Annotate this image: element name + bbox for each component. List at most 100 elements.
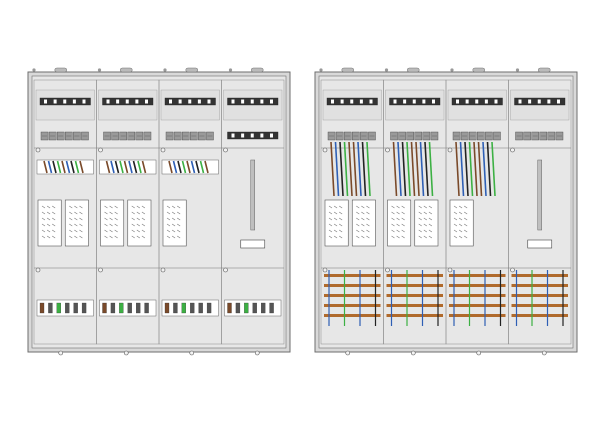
terminal — [39, 302, 45, 314]
rail-slot — [403, 99, 407, 104]
meter-mark — [79, 217, 83, 221]
rail-slot — [145, 99, 148, 104]
screw-icon — [189, 350, 195, 356]
meter-mark — [109, 229, 113, 233]
wire — [406, 141, 411, 197]
rail-slot — [250, 99, 254, 104]
wire — [199, 160, 205, 174]
terminal — [65, 302, 70, 314]
rail-slot — [72, 99, 76, 104]
busbar — [324, 304, 381, 307]
column-3 — [445, 79, 509, 345]
terminal — [190, 302, 195, 314]
meter-mark — [423, 235, 427, 239]
meter-window — [414, 199, 439, 247]
meter-mark — [339, 235, 343, 239]
meter-mark — [328, 211, 333, 215]
terminal — [173, 302, 178, 314]
meter-mark — [401, 235, 405, 239]
meter-mark — [458, 211, 463, 215]
meter-mark — [136, 229, 140, 233]
terminal — [81, 302, 87, 314]
mounting-nub — [251, 67, 264, 73]
rail-slot — [44, 99, 47, 104]
meter-mark — [396, 217, 400, 221]
screw-icon — [510, 267, 515, 273]
busbar — [324, 274, 381, 277]
screw-icon — [32, 68, 36, 72]
mounting-nub — [341, 67, 354, 73]
rail-slot — [528, 99, 532, 104]
meter-mark — [104, 235, 108, 239]
meter-mark — [366, 229, 370, 233]
wire — [47, 160, 53, 174]
meter-mark — [418, 211, 422, 215]
rail-slot — [207, 99, 211, 104]
meter-mark — [423, 205, 427, 209]
meter-mark — [361, 217, 365, 221]
meter-mark — [339, 211, 343, 215]
wire — [132, 160, 138, 174]
screw-icon — [98, 147, 103, 153]
meter-mark — [361, 235, 365, 239]
meter-mark — [131, 217, 135, 221]
mounting-nub — [407, 67, 420, 73]
rail-slot — [270, 99, 273, 104]
screw-icon — [123, 350, 129, 356]
screw-icon — [515, 68, 520, 72]
meter-mark — [109, 211, 113, 215]
meter-mark — [74, 235, 78, 239]
wire — [110, 160, 115, 174]
meter-mark — [453, 229, 458, 233]
meter-window — [100, 199, 125, 247]
meter-mark — [41, 205, 46, 209]
terminal — [181, 302, 186, 314]
meter-mark — [391, 229, 395, 233]
screw-icon — [541, 350, 547, 356]
wire — [419, 141, 425, 197]
screw-icon — [447, 147, 453, 153]
screw-icon — [97, 68, 102, 72]
screw-icon — [447, 267, 453, 273]
screw-icon — [319, 68, 323, 72]
meter-mark — [333, 205, 338, 209]
column-2 — [96, 79, 160, 345]
meter-mark — [171, 211, 176, 215]
rail-slot — [260, 99, 264, 104]
meter-mark — [79, 223, 83, 227]
meter-mark — [166, 229, 171, 233]
screw-icon — [160, 267, 166, 273]
meter-mark — [423, 229, 427, 233]
meter-mark — [339, 229, 343, 233]
wire — [123, 160, 129, 174]
meter-mark — [428, 229, 433, 233]
rail-slot — [231, 133, 235, 138]
meter-mark — [361, 229, 365, 233]
rail-slot — [169, 99, 172, 104]
meter-mark — [136, 205, 140, 209]
screw-icon — [322, 267, 328, 273]
meter-mark — [418, 229, 422, 233]
wire — [105, 160, 111, 174]
meter-mark — [396, 235, 400, 239]
meter-mark — [69, 229, 73, 233]
screw-icon — [160, 147, 166, 153]
meter-mark — [136, 223, 140, 227]
wire — [65, 160, 71, 174]
meter-mark — [52, 211, 56, 215]
meter-mark — [333, 235, 338, 239]
wire — [137, 160, 142, 174]
meter-mark — [396, 211, 400, 215]
screw-icon — [254, 350, 260, 356]
meter-mark — [109, 223, 113, 227]
meter-mark — [464, 211, 468, 215]
meter-mark — [453, 223, 458, 227]
rail-slot — [178, 99, 182, 104]
meter-mark — [391, 223, 395, 227]
meter-mark — [74, 211, 78, 215]
screw-icon — [476, 350, 482, 356]
meter-mark — [464, 223, 468, 227]
meter-mark — [46, 229, 51, 233]
rail-slot — [547, 99, 551, 104]
wire — [186, 160, 191, 174]
